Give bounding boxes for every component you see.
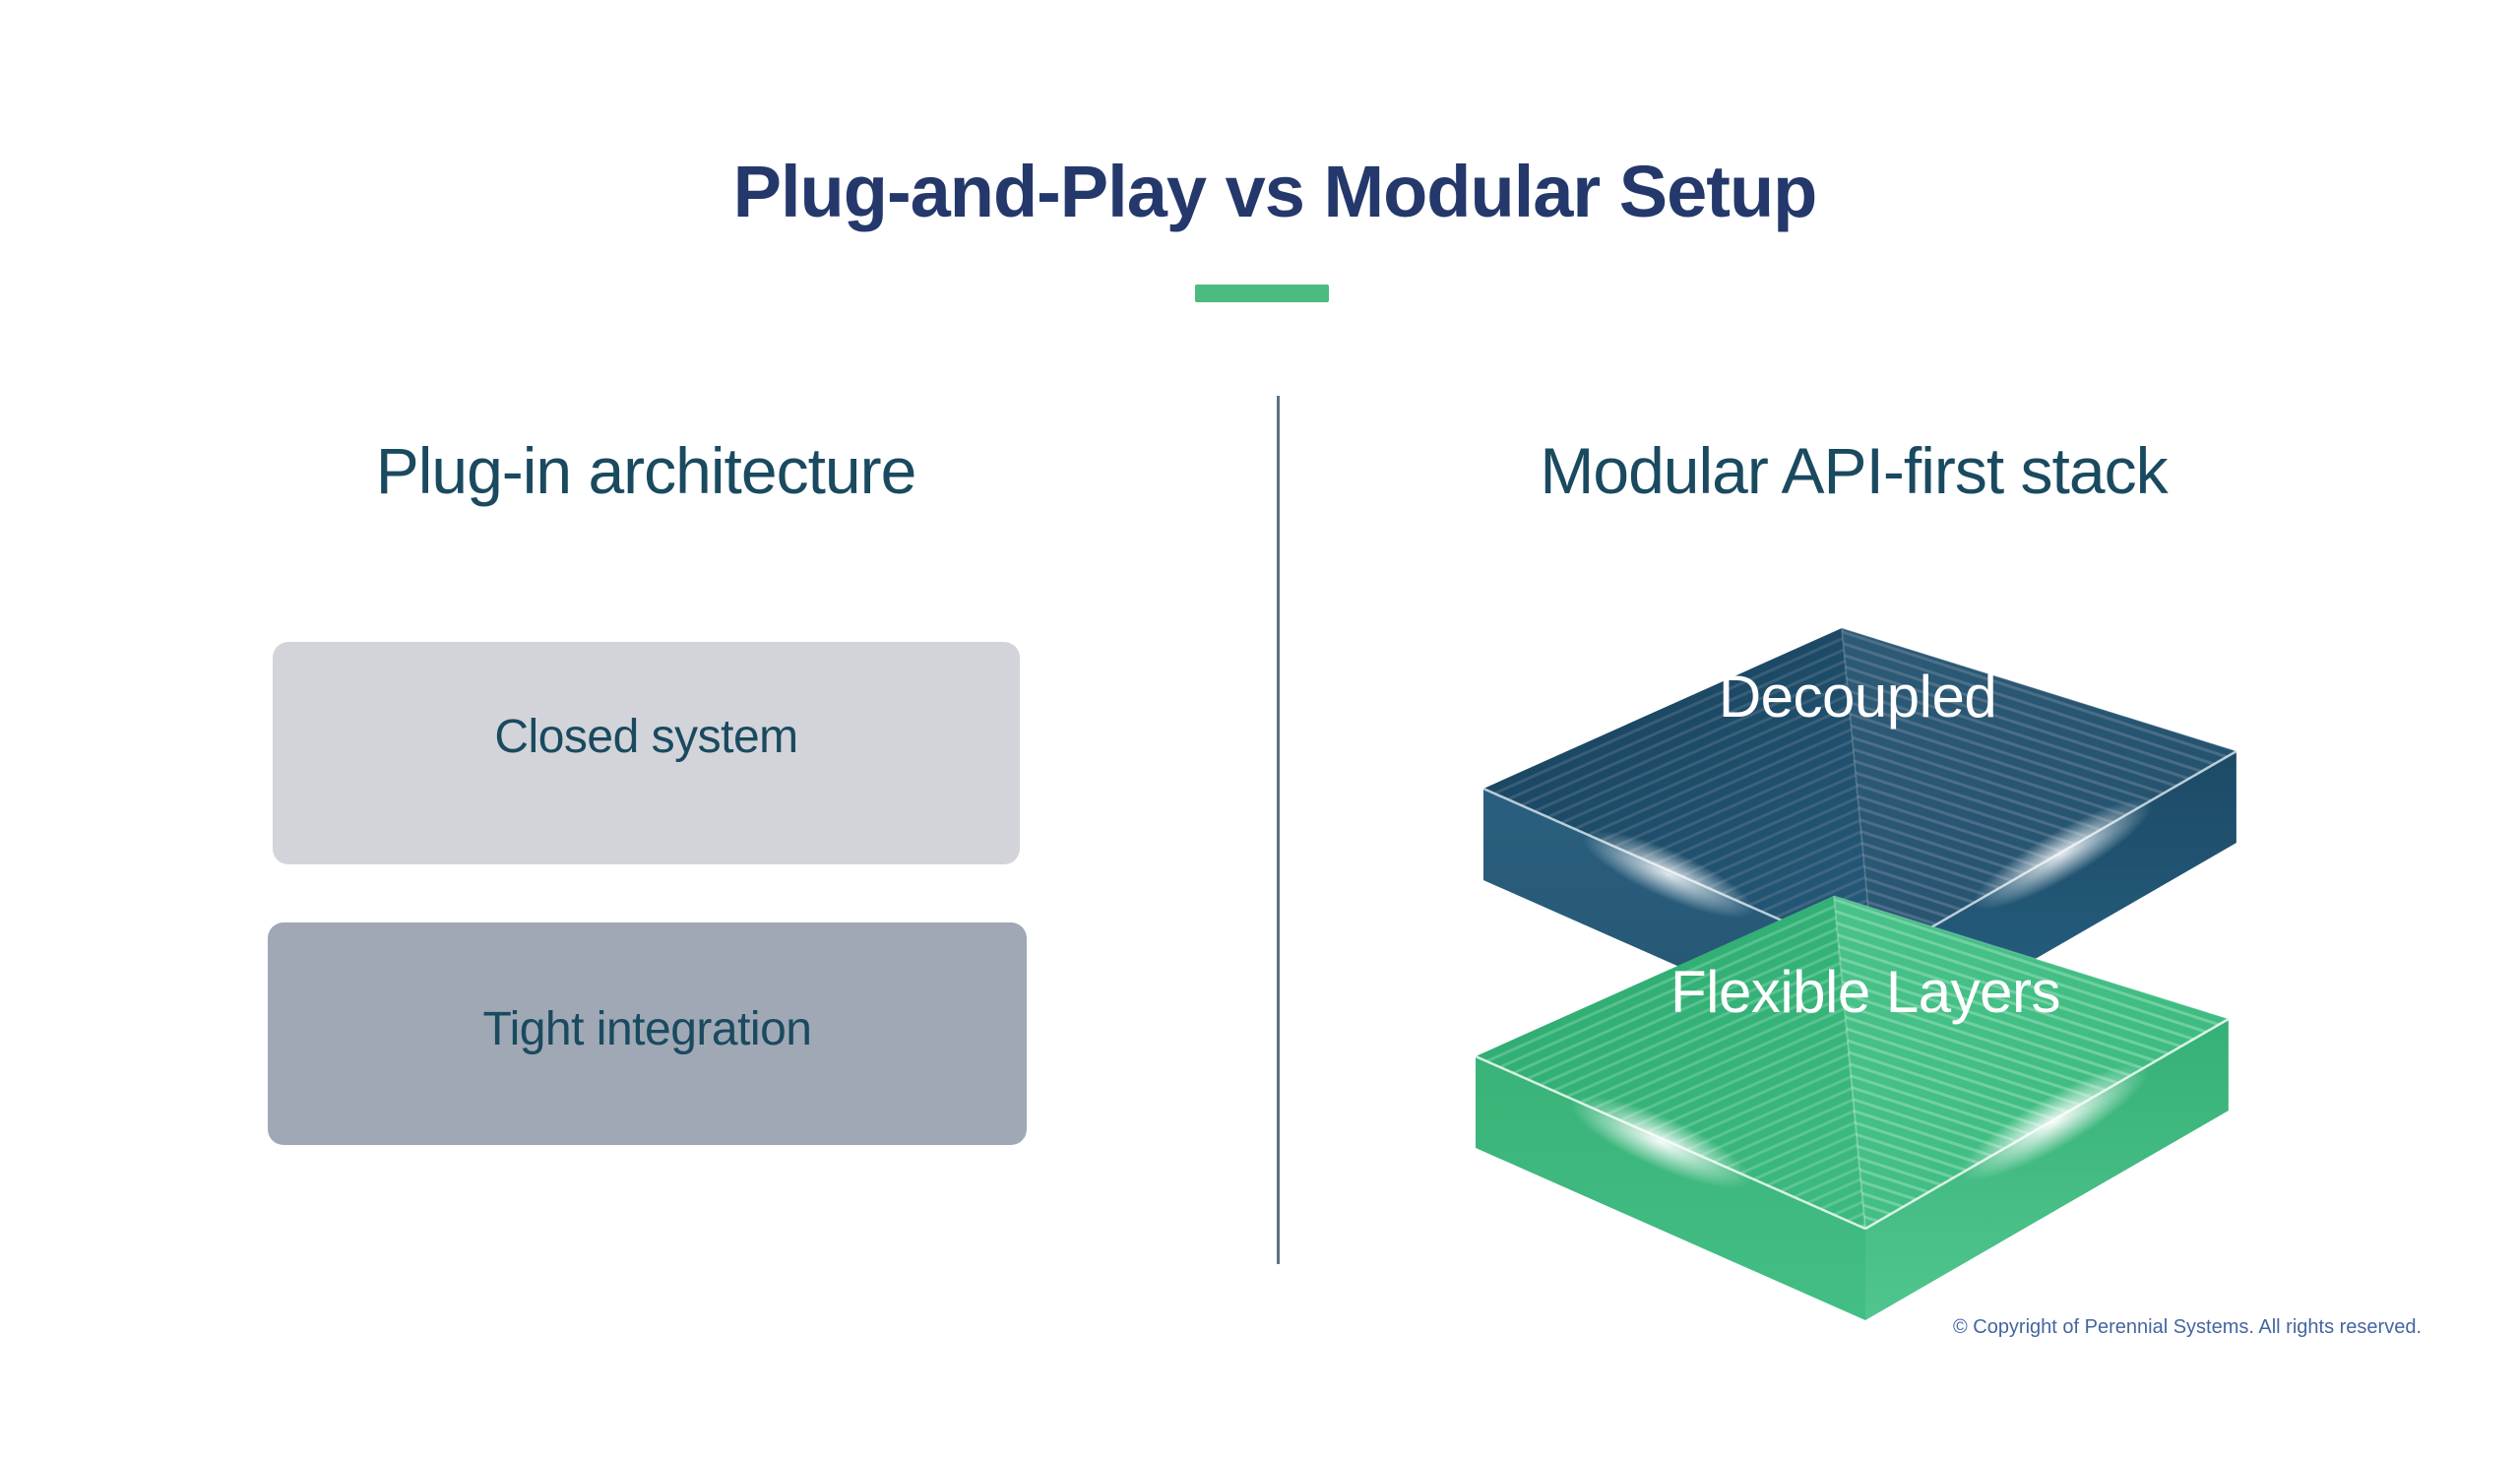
flexible-side-left <box>1476 1056 1865 1320</box>
closed-system-box: Closed system <box>273 642 1020 864</box>
flexible-layers-label: Flexible Layers <box>1670 959 2060 1025</box>
title-accent-bar <box>1195 285 1329 302</box>
closed-system-label: Closed system <box>494 710 798 763</box>
decoupled-glow-left <box>1582 830 1755 919</box>
flexible-layers-graphic: Flexible Layers <box>1475 895 2230 1330</box>
left-column-heading: Plug-in architecture <box>375 434 917 507</box>
right-column-heading: Modular API-first stack <box>1540 434 2168 507</box>
flexible-glow-left <box>1570 1095 1751 1189</box>
flexible-glow-bottom <box>1958 1198 2171 1330</box>
flexible-glow-right <box>1959 1063 2150 1181</box>
column-divider-line <box>1277 396 1280 1264</box>
tight-integration-box: Tight integration <box>268 922 1027 1145</box>
decoupled-label: Decoupled <box>1719 664 1996 730</box>
flexible-side-right <box>1865 1019 2229 1320</box>
page-title: Plug-and-Play vs Modular Setup <box>732 151 1818 232</box>
decoupled-glow-right <box>1972 798 2153 911</box>
copyright-text: © Copyright of Perennial Systems. All ri… <box>1952 1316 2422 1338</box>
tight-integration-label: Tight integration <box>482 1002 812 1055</box>
